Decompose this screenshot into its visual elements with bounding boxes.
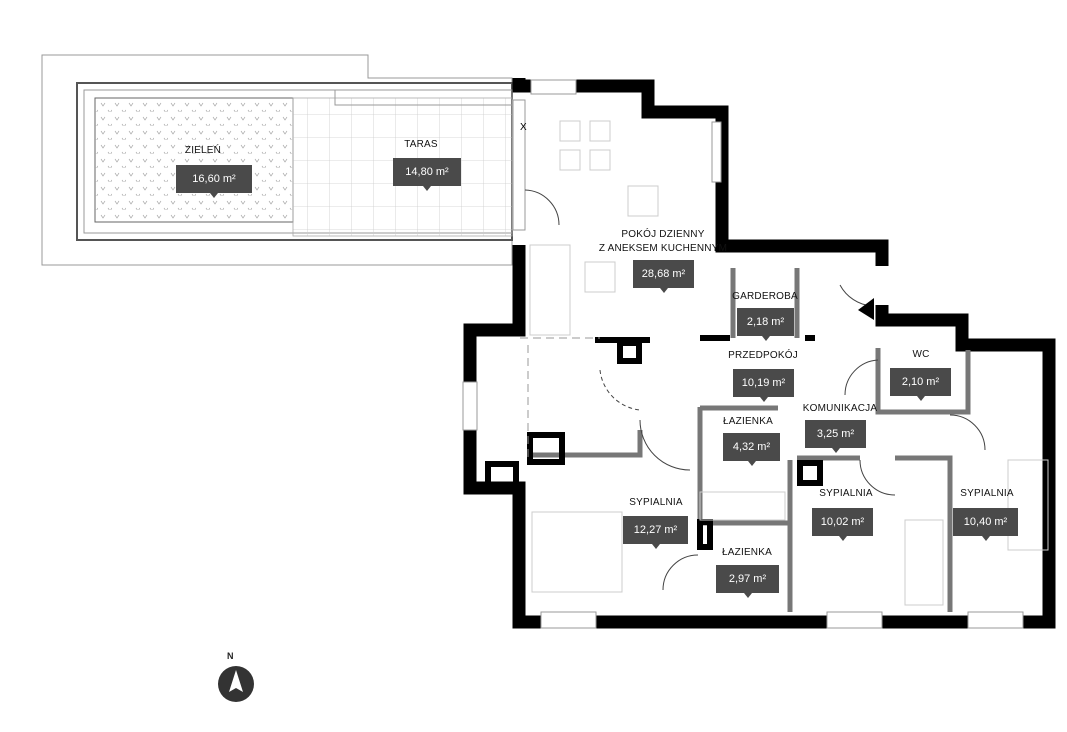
room-label-sypialnia-1: SYPIALNIA	[629, 497, 683, 508]
room-area-lazienka-2: 2,97 m²	[716, 565, 779, 598]
window-mark: X	[520, 122, 527, 133]
room-label-zielen: ZIELEŃ	[184, 145, 222, 156]
room-area-wc: 2,10 m²	[890, 368, 951, 401]
room-label-living-2: Z ANEKSEM KUCHENNYM	[598, 243, 728, 254]
room-area-zielen: 16,60 m²	[176, 165, 252, 198]
compass-north-label: N	[227, 651, 234, 661]
room-area-living: 28,68 m²	[633, 260, 694, 293]
entrance-arrow-icon	[858, 298, 874, 320]
room-area-komunikacja: 3,25 m²	[805, 420, 866, 453]
room-label-living: POKÓJ DZIENNY	[621, 229, 705, 240]
window	[540, 611, 597, 629]
room-label-sypialnia-2: SYPIALNIA	[819, 488, 873, 499]
room-area-garderoba: 2,18 m²	[737, 308, 794, 341]
room-label-przedpokoj: PRZEDPOKÓJ	[728, 350, 798, 361]
room-label-taras: TARAS	[404, 139, 438, 150]
room-label-komunikacja: KOMUNIKACJA	[802, 403, 878, 414]
window	[967, 611, 1024, 629]
room-label-garderoba: GARDEROBA	[732, 291, 798, 302]
room-area-lazienka-1: 4,32 m²	[723, 433, 780, 466]
room-area-sypialnia-1: 12,27 m²	[623, 516, 688, 549]
window	[826, 611, 883, 629]
room-label-sypialnia-3: SYPIALNIA	[960, 488, 1014, 499]
room-label-lazienka-1: ŁAZIENKA	[723, 416, 773, 427]
room-area-taras: 14,80 m²	[393, 158, 461, 191]
balcony-door	[512, 99, 526, 231]
window	[462, 381, 478, 431]
room-label-wc: WC	[912, 349, 930, 360]
room-area-przedpokoj: 10,19 m²	[733, 369, 794, 402]
terrace-outline	[41, 54, 513, 266]
room-area-sypialnia-2: 10,02 m²	[812, 508, 873, 541]
compass-icon	[218, 666, 254, 702]
window	[530, 79, 577, 95]
room-label-lazienka-2: ŁAZIENKA	[722, 547, 772, 558]
green-area	[94, 97, 294, 223]
room-area-sypialnia-3: 10,40 m²	[953, 508, 1018, 541]
